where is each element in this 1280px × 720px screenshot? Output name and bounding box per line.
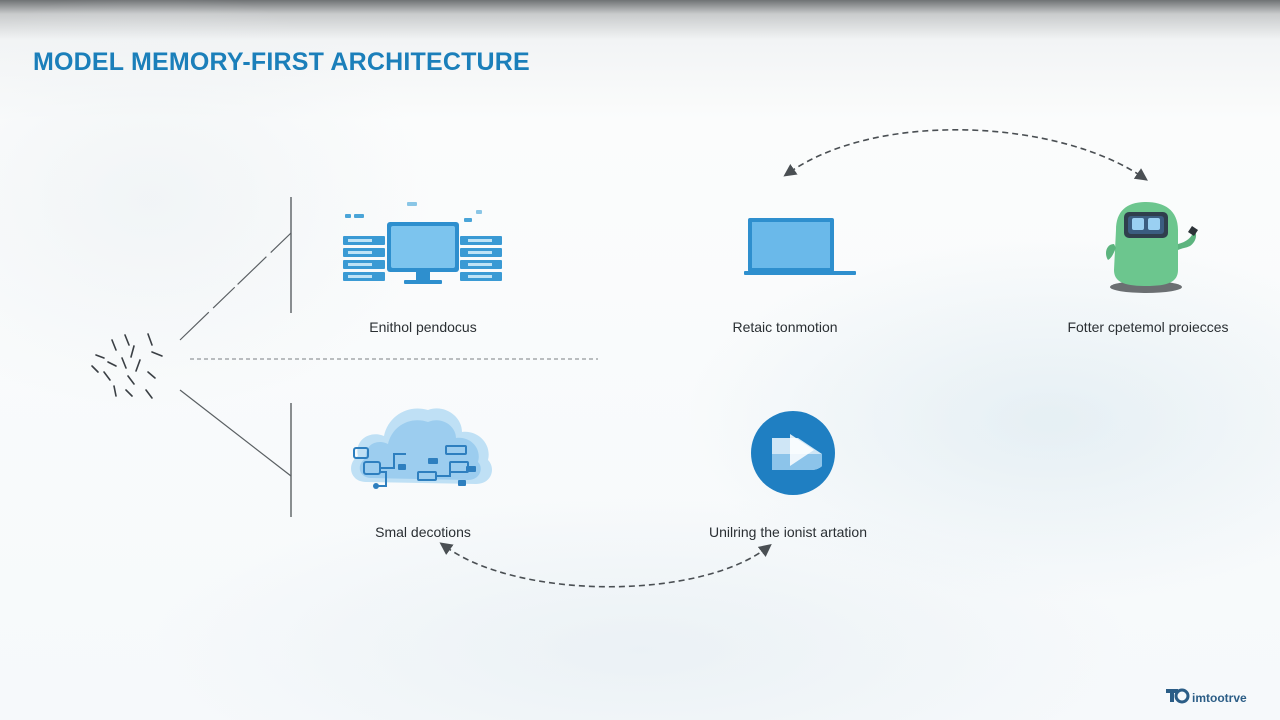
server-monitor-icon xyxy=(340,198,505,290)
node-label-cloud: Smal decotions xyxy=(375,524,471,540)
node-label-play: Unilring the ionist artation xyxy=(709,524,867,540)
cloud-network-icon xyxy=(346,402,496,498)
node-label-laptop: Retaic tonmotion xyxy=(732,319,838,335)
laptop-icon xyxy=(744,216,858,278)
footer-logo: imtootrve xyxy=(1164,686,1247,709)
scatter-fragments xyxy=(91,333,163,399)
footer-logo-text: imtootrve xyxy=(1192,690,1247,705)
arc-arrow-bottom xyxy=(439,542,772,588)
slide-title: MODEL MEMORY-FIRST ARCHITECTURE xyxy=(33,48,530,76)
fan-line-upper xyxy=(179,232,292,341)
node-label-robot: Fotter cpetemol proiecces xyxy=(1067,319,1229,335)
fan-line-lower xyxy=(179,389,292,477)
play-circle-icon xyxy=(750,410,836,496)
robot-icon xyxy=(1102,200,1206,296)
brand-logo-icon xyxy=(1164,686,1190,709)
arc-arrow-top xyxy=(783,129,1148,181)
node-label-servers: Enithol pendocus xyxy=(369,319,477,335)
